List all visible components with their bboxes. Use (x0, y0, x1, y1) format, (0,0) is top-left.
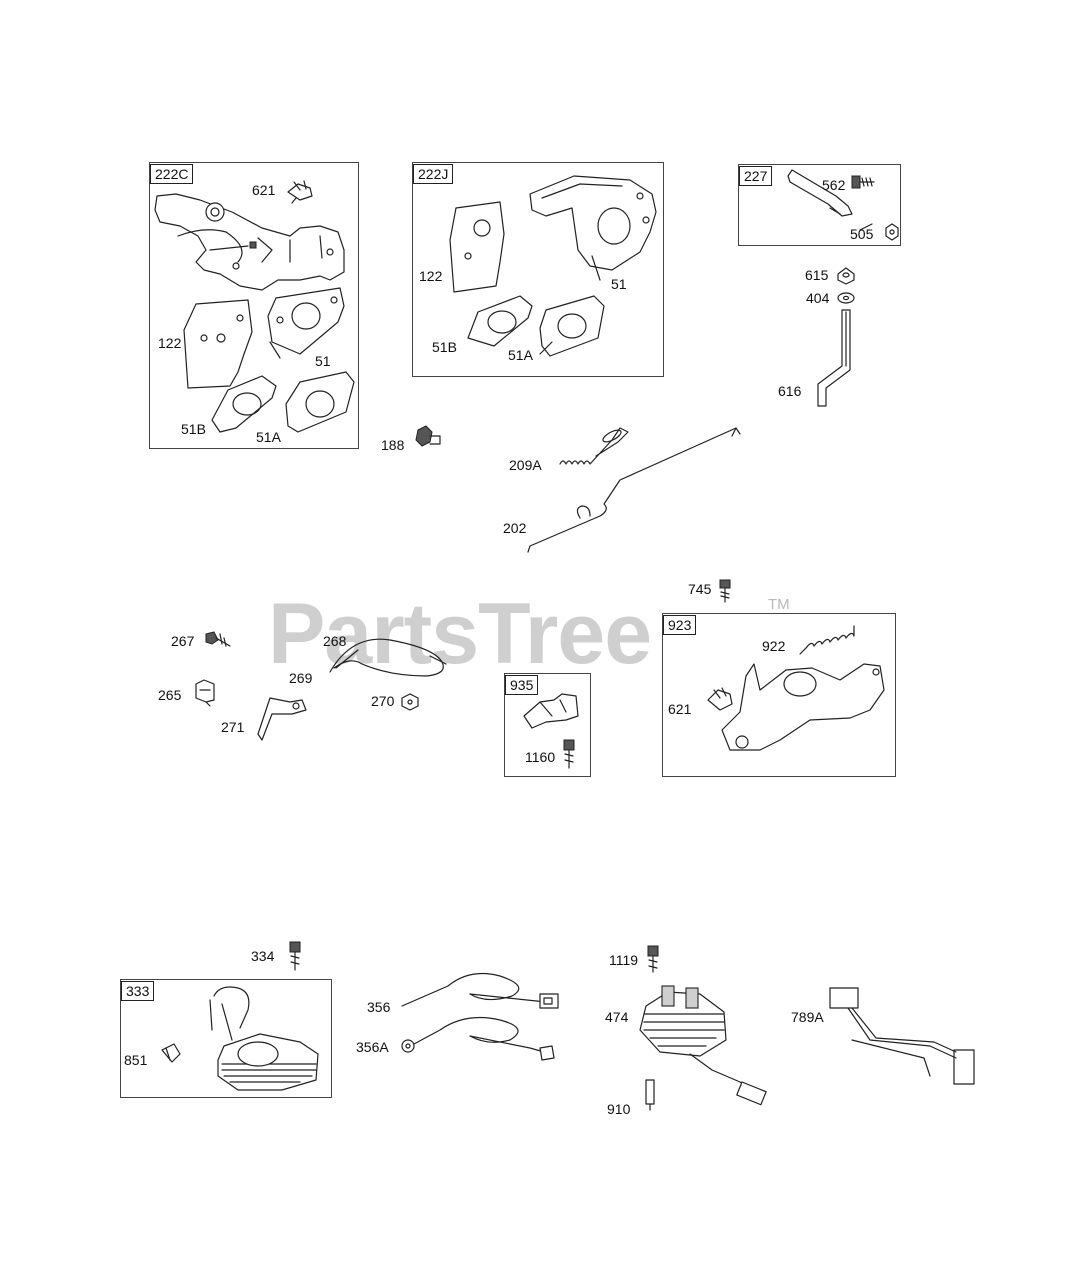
screw-267-icon (205, 631, 231, 647)
ignition-module-474-icon (639, 985, 767, 1106)
part-label-209A[interactable]: 209A (509, 457, 542, 473)
part-label-51A-222C[interactable]: 51A (256, 429, 281, 445)
gasket-plate-122-222J-icon (449, 201, 505, 293)
part-label-474[interactable]: 474 (605, 1009, 629, 1025)
control-bracket-222C-icon (154, 193, 345, 291)
screw-562-icon (851, 175, 875, 189)
part-label-202[interactable]: 202 (503, 520, 527, 536)
part-label-51-222J[interactable]: 51 (611, 276, 627, 292)
group-frame-227 (738, 164, 901, 246)
clip-851-icon (161, 1043, 181, 1063)
throttle-lever-227-icon (787, 169, 853, 217)
part-label-51B-222C[interactable]: 51B (181, 421, 206, 437)
part-label-922[interactable]: 922 (762, 638, 786, 654)
part-label-269[interactable]: 269 (289, 670, 313, 686)
shaft-616-icon (817, 309, 851, 407)
spacer-910-icon (645, 1079, 655, 1111)
group-frame-333 (120, 979, 332, 1098)
part-label-271[interactable]: 271 (221, 719, 245, 735)
bracket-265-icon (195, 679, 215, 707)
part-label-188[interactable]: 188 (381, 437, 405, 453)
group-frame-923 (662, 613, 896, 777)
gasket-plate-122-icon (183, 299, 253, 389)
bolt-188-icon (415, 425, 441, 447)
part-label-616[interactable]: 616 (778, 383, 802, 399)
screw-745-icon (719, 579, 731, 603)
part-label-265[interactable]: 265 (158, 687, 182, 703)
bolt-1160-icon (563, 739, 575, 769)
part-label-267[interactable]: 267 (171, 633, 195, 649)
control-bracket-222J-icon (529, 175, 657, 271)
control-bracket-923-icon (721, 663, 885, 751)
part-label-745[interactable]: 745 (688, 581, 712, 597)
gasket-51-icon (267, 287, 345, 355)
clip-621-lower-icon (707, 687, 733, 711)
clip-621-top-icon (287, 180, 313, 204)
part-label-334[interactable]: 334 (251, 948, 275, 964)
watermark-trademark: TM (768, 596, 790, 613)
spring-209A-icon (559, 427, 629, 465)
screw-334-icon (289, 941, 301, 971)
gasket-51B-left-icon (211, 375, 277, 433)
washer-404-icon (837, 292, 855, 304)
part-label-51-222C[interactable]: 51 (315, 353, 331, 369)
part-label-51A-222J[interactable]: 51A (508, 347, 533, 363)
part-label-356A[interactable]: 356A (356, 1039, 389, 1055)
part-label-404[interactable]: 404 (806, 290, 830, 306)
part-label-356[interactable]: 356 (367, 999, 391, 1015)
nut-270-icon (401, 693, 419, 711)
part-label-789A[interactable]: 789A (791, 1009, 824, 1025)
group-tag-935[interactable]: 935 (505, 675, 539, 695)
leader-lines (269, 223, 873, 359)
group-frame-222C (149, 162, 359, 449)
wire-356-icon (401, 973, 559, 1009)
bracket-935-icon (523, 693, 579, 729)
wire-356A-icon (401, 1016, 555, 1061)
nut-505-icon (885, 223, 899, 241)
gasket-51B-222J-icon (467, 295, 533, 347)
screw-1119-icon (647, 945, 659, 973)
spring-922-icon (799, 625, 855, 655)
part-label-270[interactable]: 270 (371, 693, 395, 709)
part-label-851[interactable]: 851 (124, 1052, 148, 1068)
cable-268-icon (329, 638, 447, 677)
part-label-51B-222J[interactable]: 51B (432, 339, 457, 355)
ignition-armature-333-icon (209, 986, 319, 1091)
part-label-268[interactable]: 268 (323, 633, 347, 649)
gasket-51A-left-icon (285, 371, 355, 433)
part-label-562[interactable]: 562 (822, 177, 846, 193)
group-tag-333[interactable]: 333 (121, 981, 155, 1001)
part-label-505[interactable]: 505 (850, 226, 874, 242)
group-tag-222C[interactable]: 222C (150, 164, 194, 184)
group-frame-222J (412, 162, 664, 377)
part-label-122-222C[interactable]: 122 (158, 335, 182, 351)
nut-615-icon (837, 267, 855, 285)
part-label-1160[interactable]: 1160 (525, 749, 556, 765)
part-label-621-lower[interactable]: 621 (668, 701, 692, 717)
group-tag-923[interactable]: 923 (663, 615, 697, 635)
group-frame-935 (504, 673, 591, 777)
part-label-122-222J[interactable]: 122 (419, 268, 443, 284)
part-label-1119[interactable]: 1119 (609, 952, 639, 968)
part-label-910[interactable]: 910 (607, 1101, 631, 1117)
watermark-logo: PartsTree (268, 586, 652, 682)
part-label-615[interactable]: 615 (805, 267, 829, 283)
clamp-271-icon (257, 697, 307, 741)
group-tag-222J[interactable]: 222J (413, 164, 454, 184)
wire-harness-789A-icon (829, 987, 975, 1085)
governor-link-202-icon (527, 427, 741, 553)
group-tag-227[interactable]: 227 (739, 166, 773, 186)
gasket-51A-222J-icon (539, 295, 605, 357)
part-label-621-top[interactable]: 621 (252, 182, 276, 198)
